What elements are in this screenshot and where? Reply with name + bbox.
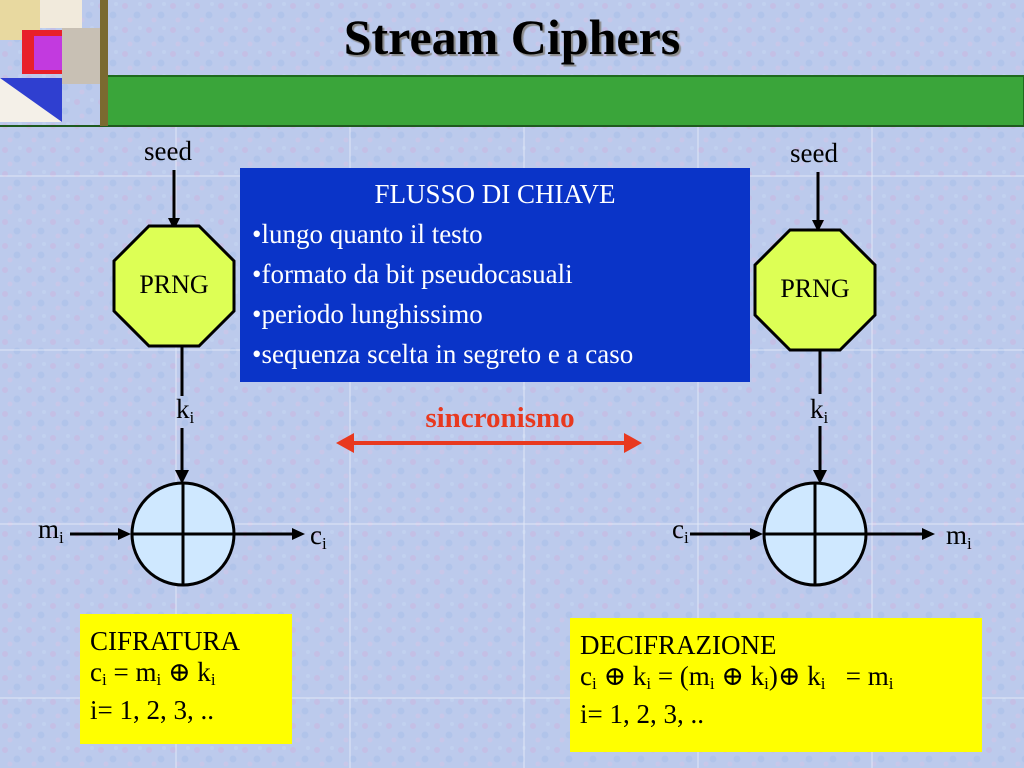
cifratura-box: CIFRATURA ci = mi ⊕ ki i= 1, 2, 3, .. (80, 614, 292, 744)
output-arrowhead-right (922, 528, 935, 540)
key-label-right: ki (810, 394, 829, 427)
prng-octagon-left (112, 224, 236, 348)
corner-decoration (0, 0, 100, 122)
decifrazione-range: i= 1, 2, 3, .. (580, 699, 704, 729)
keystream-heading: FLUSSO DI CHIAVE (374, 179, 616, 209)
key-arrowhead-right (813, 470, 827, 484)
decifrazione-box: DECIFRAZIONE ci ⊕ ki = (mi ⊕ ki)⊕ ki = m… (570, 618, 982, 752)
seed-arrowhead-right (812, 220, 824, 232)
seed-label-left: seed (144, 136, 192, 166)
decifrazione-heading: DECIFRAZIONE (580, 630, 777, 660)
slide-title: Stream Ciphers (343, 9, 681, 65)
keystream-item: •lungo quanto il testo (252, 219, 483, 249)
cifratura-range: i= 1, 2, 3, .. (90, 695, 214, 725)
keystream-box: FLUSSO DI CHIAVE •lungo quanto il testo … (240, 168, 750, 382)
keystream-item: •formato da bit pseudocasuali (252, 259, 573, 289)
sync-double-arrow (336, 433, 642, 453)
cifratura-heading: CIFRATURA (90, 626, 241, 656)
ciphertext-label-left: ci (310, 520, 327, 553)
output-arrowhead-left (292, 528, 305, 540)
input-arrowhead-right (750, 528, 763, 540)
sync-label: sincronismo (425, 402, 575, 434)
keystream-item: •sequenza scelta in segreto e a caso (252, 339, 634, 369)
prng-octagon-right (753, 228, 877, 352)
prng-label-left: PRNG (139, 270, 209, 299)
plaintext-label-left: mi (38, 514, 64, 547)
ciphertext-label-right: ci (672, 514, 689, 547)
cifratura-formula: ci = mi ⊕ ki (90, 657, 216, 689)
key-arrowhead-left (175, 470, 189, 484)
input-arrowhead-left (118, 528, 131, 540)
seed-arrowhead-left (168, 218, 180, 230)
plaintext-label-right: mi (946, 520, 972, 553)
title-bar (105, 75, 1024, 127)
key-label-left: ki (176, 394, 195, 427)
seed-label-right: seed (790, 138, 838, 168)
decifrazione-formula: ci ⊕ ki = (mi ⊕ ki)⊕ ki = mi (580, 661, 894, 693)
title-bar-divider (100, 0, 108, 126)
keystream-item: •periodo lunghissimo (252, 299, 483, 329)
prng-label-right: PRNG (780, 274, 850, 303)
